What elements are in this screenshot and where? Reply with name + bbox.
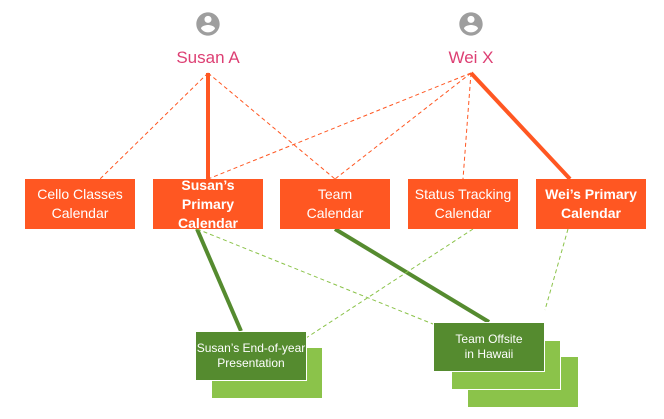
person-name: Susan A [176,48,240,67]
event-label-line1: Team Offsite [455,332,523,346]
calendar-label-line1: Wei’s Primary [545,186,637,202]
connection-susan-primary-to-presentation [195,228,243,332]
person-wei[interactable]: Wei X [411,10,531,68]
person-susan[interactable]: Susan A [148,10,268,68]
calendar-label-line2: Calendar [51,205,109,221]
calendar-label-line1: Cello Classes [37,186,123,202]
connection-wei-primary-to-offsite [544,228,569,311]
account-circle-icon [196,12,220,36]
calendar-label-line1: Susan’s Primary [181,176,235,212]
connection-wei-to-susan-primary [207,72,472,180]
connection-susan-to-cello [99,72,209,180]
calendar-label-line1: Team [317,186,353,202]
connection-wei-to-status [462,72,472,180]
connection-susan-to-team [207,72,336,180]
connection-status-to-presentation [305,228,474,339]
connection-wei-to-team [334,72,472,180]
person-name: Wei X [448,48,494,67]
calendar-label-line2: Calendar [434,205,492,221]
account-circle-icon [459,12,483,36]
event-label-line2: Presentation [217,356,285,370]
calendar-label-line1: Status Tracking [414,186,512,202]
connection-wei-to-wei-primary [469,71,572,181]
connection-team-to-offsite [333,227,491,324]
event-label-line1: Susan’s End-of-year [196,341,306,355]
connection-susan-primary-to-offsite [196,228,434,325]
calendar-label-line2: Calendar [178,214,238,231]
event-label-line2: in Hawaii [464,347,514,361]
calendar-label-line2: Calendar [561,205,621,221]
calendar-label-line2: Calendar [306,205,364,221]
